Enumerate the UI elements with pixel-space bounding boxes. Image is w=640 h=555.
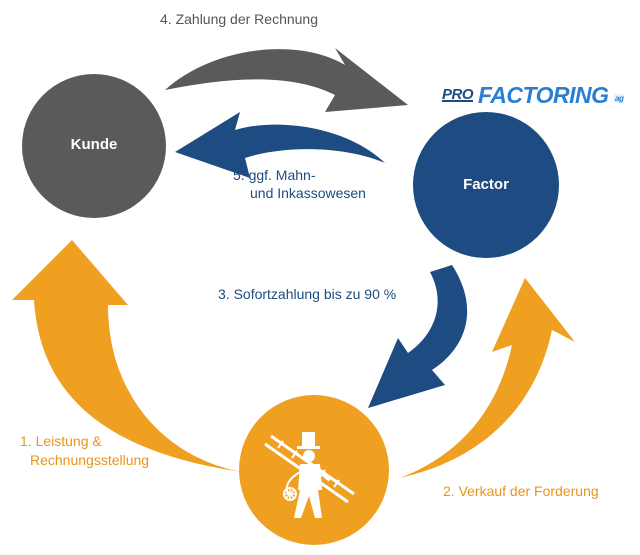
step3-label: 3. Sofortzahlung bis zu 90 % (218, 286, 397, 302)
kunde-node (22, 74, 166, 218)
step5-label-line2: und Inkassowesen (250, 185, 366, 201)
step4-label: 4. Zahlung der Rechnung (160, 11, 318, 27)
logo-ag: ag (614, 94, 625, 103)
arrow-payment-of-invoice (165, 48, 408, 112)
step1-label-line2: Rechnungsstellung (30, 452, 150, 468)
step1-label-line1: 1. Leistung & (20, 433, 102, 449)
kunde-label: Kunde (70, 136, 118, 153)
arrow-dunning-collection (175, 112, 385, 178)
step2-label: 2. Verkauf der Forderung (443, 483, 599, 499)
arrow-service-invoicing (12, 240, 242, 472)
arrow-sale-of-receivable (400, 278, 575, 478)
profactoring-logo: PRO FACTORING ag (442, 82, 632, 112)
logo-pro: PRO (442, 86, 474, 103)
chimney-sweep-icon (264, 432, 355, 518)
logo-factoring: FACTORING (478, 82, 609, 108)
factor-node (413, 112, 559, 258)
arrow-immediate-payment (368, 265, 468, 408)
step5-label-line1: 5. ggf. Mahn- (233, 167, 316, 183)
factor-label: Factor (463, 176, 509, 193)
